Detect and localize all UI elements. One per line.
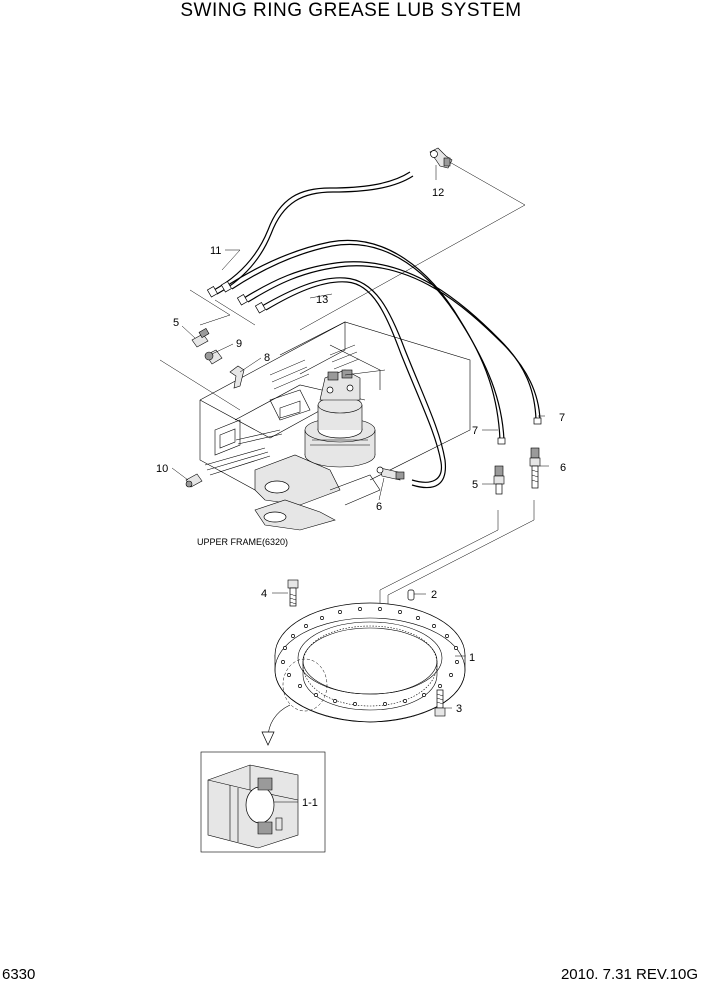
hose-upper-b — [243, 261, 541, 421]
callout-10: 10 — [156, 463, 168, 475]
hose-upper-a — [227, 239, 505, 441]
detail-view-box — [200, 751, 326, 853]
grease-fitting-10 — [185, 473, 203, 488]
callout-7-right: 7 — [559, 412, 565, 424]
grease-fitting-5-right — [493, 465, 505, 495]
elbow-fitting-12 — [429, 147, 453, 169]
adapter-9 — [204, 349, 223, 365]
hose-end-fittings — [206, 281, 542, 445]
callout-2: 2 — [431, 589, 437, 601]
date-revision: 2010. 7.31 REV.10G — [560, 966, 698, 983]
callout-9: 9 — [236, 338, 242, 350]
assembly-guide-lines — [159, 159, 535, 610]
bolt-4 — [287, 579, 299, 607]
callout-5-right: 5 — [472, 479, 478, 491]
bolt-3 — [434, 689, 446, 717]
callout-6-motor: 6 — [376, 501, 382, 513]
grease-fitting-5-upper — [191, 327, 210, 348]
callout-3: 3 — [456, 703, 462, 715]
leader-lines — [171, 165, 549, 803]
callout-labels: 12 11 13 5 9 8 10 6 7 7 5 6 4 2 1 3 1-1 … — [156, 187, 566, 809]
swing-motor — [304, 369, 386, 468]
upper-frame-caption: UPPER FRAME(6320) — [197, 537, 288, 547]
page-title: SWING RING GREASE LUB SYSTEM — [180, 0, 522, 21]
callout-4: 4 — [261, 588, 267, 600]
fitting-6-motor — [376, 466, 405, 481]
callout-8: 8 — [264, 352, 270, 364]
callout-1: 1 — [469, 652, 475, 664]
upper-frame-outline — [199, 321, 471, 531]
callout-1-1: 1-1 — [302, 797, 318, 809]
hose-13 — [261, 277, 446, 489]
swing-ring-bearing — [274, 602, 466, 723]
hose-11 — [213, 171, 414, 295]
fitting-6-right — [529, 447, 541, 489]
clamp-8 — [229, 365, 245, 389]
callout-11: 11 — [210, 245, 221, 257]
plug-2 — [407, 589, 415, 601]
callout-12: 12 — [432, 187, 444, 199]
page-number: 6330 — [2, 966, 36, 983]
callout-7-left: 7 — [472, 425, 478, 437]
callout-13: 13 — [316, 294, 328, 306]
detail-arrow — [261, 704, 291, 746]
callout-5-upper: 5 — [173, 317, 179, 329]
callout-6-right: 6 — [560, 462, 566, 474]
